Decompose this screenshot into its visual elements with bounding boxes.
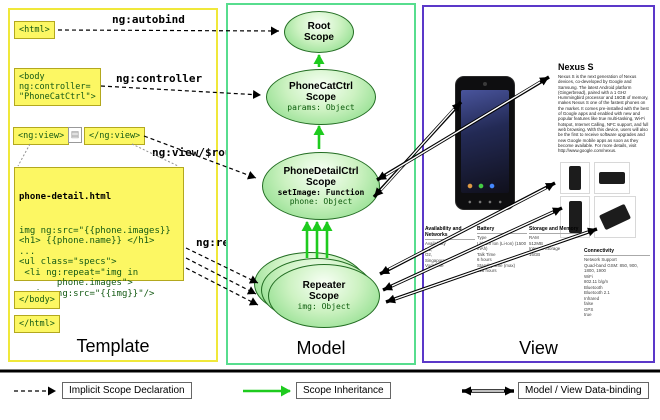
view-panel-label: View xyxy=(519,338,558,358)
phone-detail-template-title: phone-detail.html xyxy=(19,192,112,202)
phone-thumb-shape xyxy=(598,203,632,231)
legend-implicit-scope-declaration: Implicit Scope Declaration xyxy=(62,382,192,399)
phonedetailctrl-scope-title: PhoneDetailCtrl Scope xyxy=(283,165,359,188)
phonecatctrl-scope-title: PhoneCatCtrl Scope xyxy=(289,81,353,104)
thumbnail-4 xyxy=(594,196,636,238)
phone-detail-template-box: phone-detail.html img ng:src="{{phone.im… xyxy=(14,167,184,320)
spec-column-availability: Availability and Networks Availability M… xyxy=(425,226,475,269)
spec-column-connectivity: Connectivity Network Support Quad-band G… xyxy=(584,248,650,318)
template-panel: Template <html> <body ng:controller= "Ph… xyxy=(8,8,256,362)
phone-thumb-shape xyxy=(599,172,625,184)
phone-name-heading: Nexus S xyxy=(558,62,594,72)
legend-model-view-databinding: Model / View Data-binding xyxy=(518,382,649,399)
ng-autobind-label: ng:autobind xyxy=(112,13,185,26)
spec-body: Availability M1, O2, Singapore, Vodafone xyxy=(425,241,447,268)
spec-body: Type Lithium Ion (Li-Ion) (1500 mAh) Tal… xyxy=(477,235,527,273)
spec-body: RAM 512MB Internal Storage 16GB xyxy=(529,235,561,257)
thumbnail-1 xyxy=(560,162,590,194)
spec-column-battery: Battery Type Lithium Ion (Li-Ion) (1500 … xyxy=(477,226,527,274)
view-panel: View Nexus S Nexus S is the next generat… xyxy=(422,5,655,363)
phonedetailctrl-setimage-prop: setImage: Function xyxy=(277,187,365,197)
html-open-tag: <html> xyxy=(14,21,55,39)
repeater-scope-ellipse: Repeater Scope img: Object xyxy=(268,264,380,328)
ng-controller-label: ng:controller xyxy=(116,72,203,85)
body-open-tag: <body ng:controller= "PhoneCatCtrl"> xyxy=(14,68,101,106)
document-icon: ▤ xyxy=(68,127,82,143)
template-panel-label: Template xyxy=(76,336,150,356)
phonecatctrl-scope-ellipse: PhoneCatCtrl Scope params: Object xyxy=(266,69,376,125)
phone-description: Nexus S is the next generation of Nexus … xyxy=(558,74,649,154)
phone-screen xyxy=(461,90,509,193)
root-scope-title: Root Scope xyxy=(303,21,334,43)
model-panel-label: Model xyxy=(296,338,346,358)
html-close-tag: </html> xyxy=(14,315,60,333)
spec-header: Availability and Networks xyxy=(425,226,475,240)
phone-camera-dot xyxy=(483,82,487,86)
repeater-scope-title: Repeater Scope xyxy=(302,280,346,303)
model-panel: Model Root Scope PhoneCatCtrl Scope para… xyxy=(226,3,416,365)
phone-thumb-shape xyxy=(569,166,581,190)
spec-header: Storage and Memory xyxy=(529,226,582,234)
phone-buttons xyxy=(466,199,504,205)
root-scope-ellipse: Root Scope xyxy=(284,11,354,53)
phonedetailctrl-scope-ellipse: PhoneDetailCtrl Scope setImage: Function… xyxy=(262,152,380,220)
spec-header: Connectivity xyxy=(584,248,650,256)
spec-body: Network Support Quad-band GSM: 850, 900,… xyxy=(584,257,638,317)
body-close-tag: </body> xyxy=(14,291,60,309)
ng-view-open-tag: <ng:view> xyxy=(13,127,70,145)
phonecatctrl-scope-prop: params: Object xyxy=(287,103,355,113)
spec-header: Battery xyxy=(477,226,527,234)
phone-thumb-shape xyxy=(568,201,582,233)
legend-scope-inheritance: Scope Inheritance xyxy=(296,382,391,399)
phone-image xyxy=(455,76,515,210)
phonedetailctrl-phone-prop: phone: Object xyxy=(289,197,353,206)
repeater-scope-prop: img: Object xyxy=(297,302,351,312)
thumbnail-2 xyxy=(594,162,630,194)
spec-column-storage: Storage and Memory RAM 512MB Internal St… xyxy=(529,226,582,257)
ng-view-close-tag: </ng:view> xyxy=(84,127,146,145)
